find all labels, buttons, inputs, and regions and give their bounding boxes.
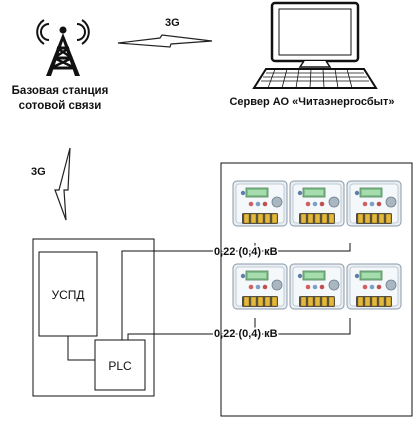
uspd-label: УСПД: [51, 288, 84, 302]
cell-tower-icon: [36, 19, 90, 76]
plc-box: [94, 339, 146, 391]
electricity-meter-icon: [289, 263, 345, 310]
electricity-meter-icon: [289, 180, 345, 227]
lightning-icon: [117, 34, 213, 48]
electricity-meter-icon: [346, 180, 402, 227]
uspd-box: [38, 251, 98, 337]
server-label: Сервер АО «Читаэнергосбыт»: [229, 96, 394, 108]
power-line-upper: [121, 243, 351, 340]
electricity-meter-icon: [232, 180, 288, 227]
uspd-plc-connector: [67, 336, 95, 361]
plc-label: PLC: [108, 359, 132, 373]
lightning-icon: [54, 147, 71, 221]
tower-label-line1: Базовая станция: [12, 85, 109, 97]
link-3g-label-top: 3G: [165, 17, 180, 29]
meter-cabinet: [220, 162, 413, 417]
power-line-lower: [127, 318, 351, 340]
electricity-meter-icon: [232, 263, 288, 310]
computer-icon: [252, 1, 378, 89]
link-3g-label-side: 3G: [31, 166, 46, 178]
tower-label-line2: сотовой связи: [19, 100, 102, 112]
power-line-label-upper: 0,22 (0,4) кВ: [214, 246, 278, 258]
power-line-label-lower: 0,22 (0,4) кВ: [214, 328, 278, 340]
meters-group: [232, 180, 402, 310]
electricity-meter-icon: [346, 263, 402, 310]
